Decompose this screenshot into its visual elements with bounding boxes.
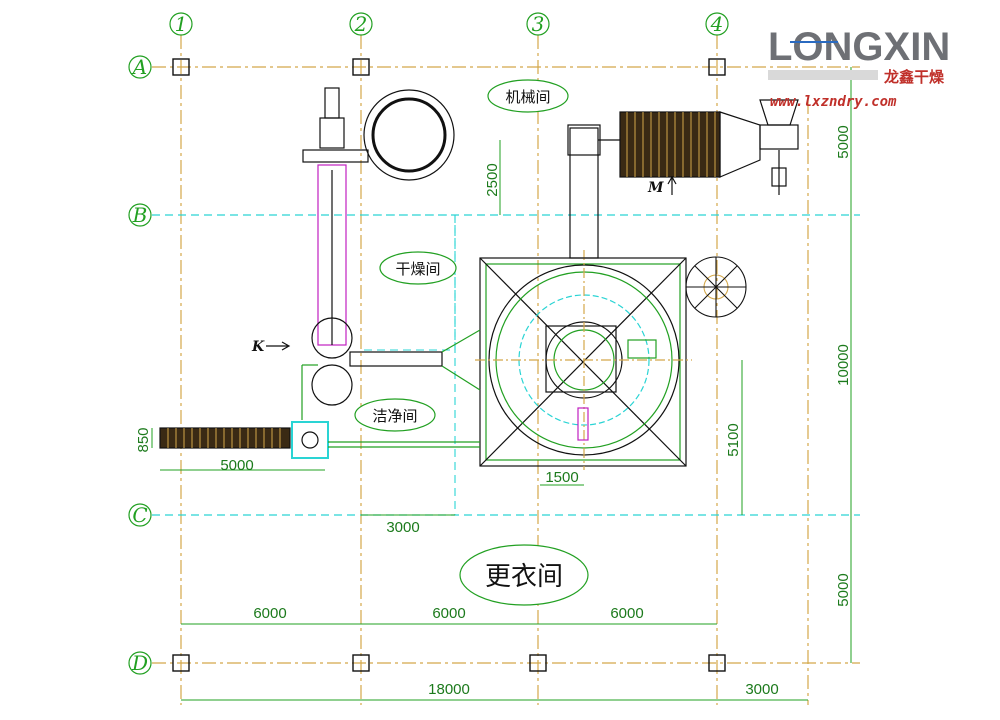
- row-axis-lines: [152, 66, 860, 664]
- axis-bubble-a: A: [128, 55, 152, 79]
- heater-unit: [619, 99, 799, 195]
- marker-m-label: M: [647, 180, 664, 196]
- dim-clean-offset: 3000: [386, 519, 419, 536]
- axis-label-b: B: [132, 203, 148, 227]
- logo-subtitle-text: 龙鑫干燥: [883, 68, 945, 86]
- drying-tower: [475, 250, 692, 470]
- dimension-lines: [151, 67, 852, 701]
- room-label-changing: 更衣间: [459, 544, 589, 606]
- axis-bubble-2: 2: [349, 12, 373, 36]
- row-axis-bubbles: A B C D: [128, 55, 152, 675]
- dim-extension: 3000: [745, 681, 778, 698]
- room-name-drying: 干燥间: [395, 260, 440, 278]
- marker-k: K: [251, 339, 291, 355]
- dim-conveyor-width: 850: [135, 427, 152, 452]
- dim-bay-3: 6000: [610, 605, 643, 622]
- logo-website-text: www.lxzndry.com: [770, 94, 897, 110]
- dim-row-ab: 5000: [835, 125, 852, 158]
- marker-k-label: K: [251, 339, 265, 355]
- logo-brand-text: LONGXIN: [768, 25, 950, 69]
- company-logo: LONGXIN 龙鑫干燥 www.lxzndry.com: [768, 25, 950, 110]
- structural-columns: [172, 58, 726, 672]
- fan-unit: [685, 256, 747, 318]
- feed-conveyor: [159, 421, 480, 459]
- cyclone-train: [301, 87, 481, 420]
- marker-m: M: [647, 175, 677, 196]
- room-name-machine: 机械间: [505, 88, 550, 106]
- dim-conveyor-length: 5000: [220, 457, 253, 474]
- dim-tower-base: 1500: [545, 469, 578, 486]
- dim-bay-1: 6000: [253, 605, 286, 622]
- dim-row-cd: 5000: [835, 573, 852, 606]
- axis-label-c: C: [132, 503, 147, 527]
- axis-label-d: D: [131, 651, 148, 675]
- axis-label-a: A: [131, 55, 147, 79]
- room-name-changing: 更衣间: [485, 562, 563, 592]
- room-label-clean: 洁净间: [354, 398, 436, 432]
- axis-bubble-c: C: [128, 503, 152, 527]
- dim-total-width: 18000: [428, 681, 470, 698]
- axis-bubble-d: D: [128, 651, 152, 675]
- axis-label-3: 3: [532, 12, 545, 36]
- exhaust-duct: [567, 124, 620, 259]
- axis-bubble-4: 4: [705, 12, 729, 36]
- axis-bubble-3: 3: [526, 12, 550, 36]
- axis-bubble-1: 1: [169, 12, 193, 36]
- dim-bay-2: 6000: [432, 605, 465, 622]
- axis-bubble-b: B: [128, 203, 152, 227]
- axis-label-4: 4: [710, 12, 724, 36]
- axis-label-1: 1: [175, 12, 188, 36]
- dim-row-bc: 10000: [835, 344, 852, 386]
- column-axis-bubbles: 1 2 3 4: [169, 12, 729, 36]
- room-label-drying: 干燥间: [379, 251, 457, 285]
- axis-label-2: 2: [354, 12, 368, 36]
- room-boundaries: [361, 214, 456, 515]
- dim-top-offset: 2500: [484, 163, 501, 196]
- room-label-machine: 机械间: [487, 79, 569, 113]
- dim-tower-height: 5100: [725, 423, 742, 456]
- room-name-clean: 洁净间: [372, 407, 417, 425]
